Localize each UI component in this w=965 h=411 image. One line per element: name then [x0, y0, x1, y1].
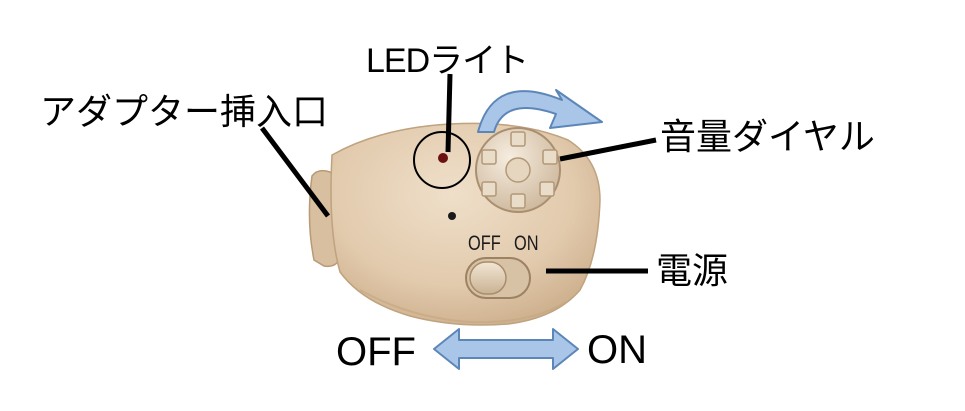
device-body [330, 122, 601, 326]
switch-direction-arrow [433, 328, 579, 370]
power-label: 電源 [656, 251, 729, 292]
arrow-off-label: OFF [336, 330, 416, 374]
led-highlight-circle [413, 131, 471, 189]
switch-on-marking: ON [514, 232, 539, 255]
leader-led [445, 73, 453, 153]
switch-off-marking: OFF [468, 232, 501, 255]
arrow-on-label: ON [587, 328, 647, 372]
adapter-port-label: アダプター挿入口 [40, 92, 329, 133]
mic-hole [448, 212, 456, 220]
rotate-arrow [477, 89, 603, 133]
volume-dial[interactable] [475, 127, 561, 213]
led-light [438, 153, 448, 163]
volume-dial-label: 音量ダイヤル [660, 117, 875, 158]
leader-lines [260, 73, 657, 274]
led-light-label: LEDライト [366, 42, 529, 80]
leader-volume [559, 137, 657, 162]
leader-adapter [260, 126, 330, 218]
power-switch[interactable] [465, 257, 531, 299]
